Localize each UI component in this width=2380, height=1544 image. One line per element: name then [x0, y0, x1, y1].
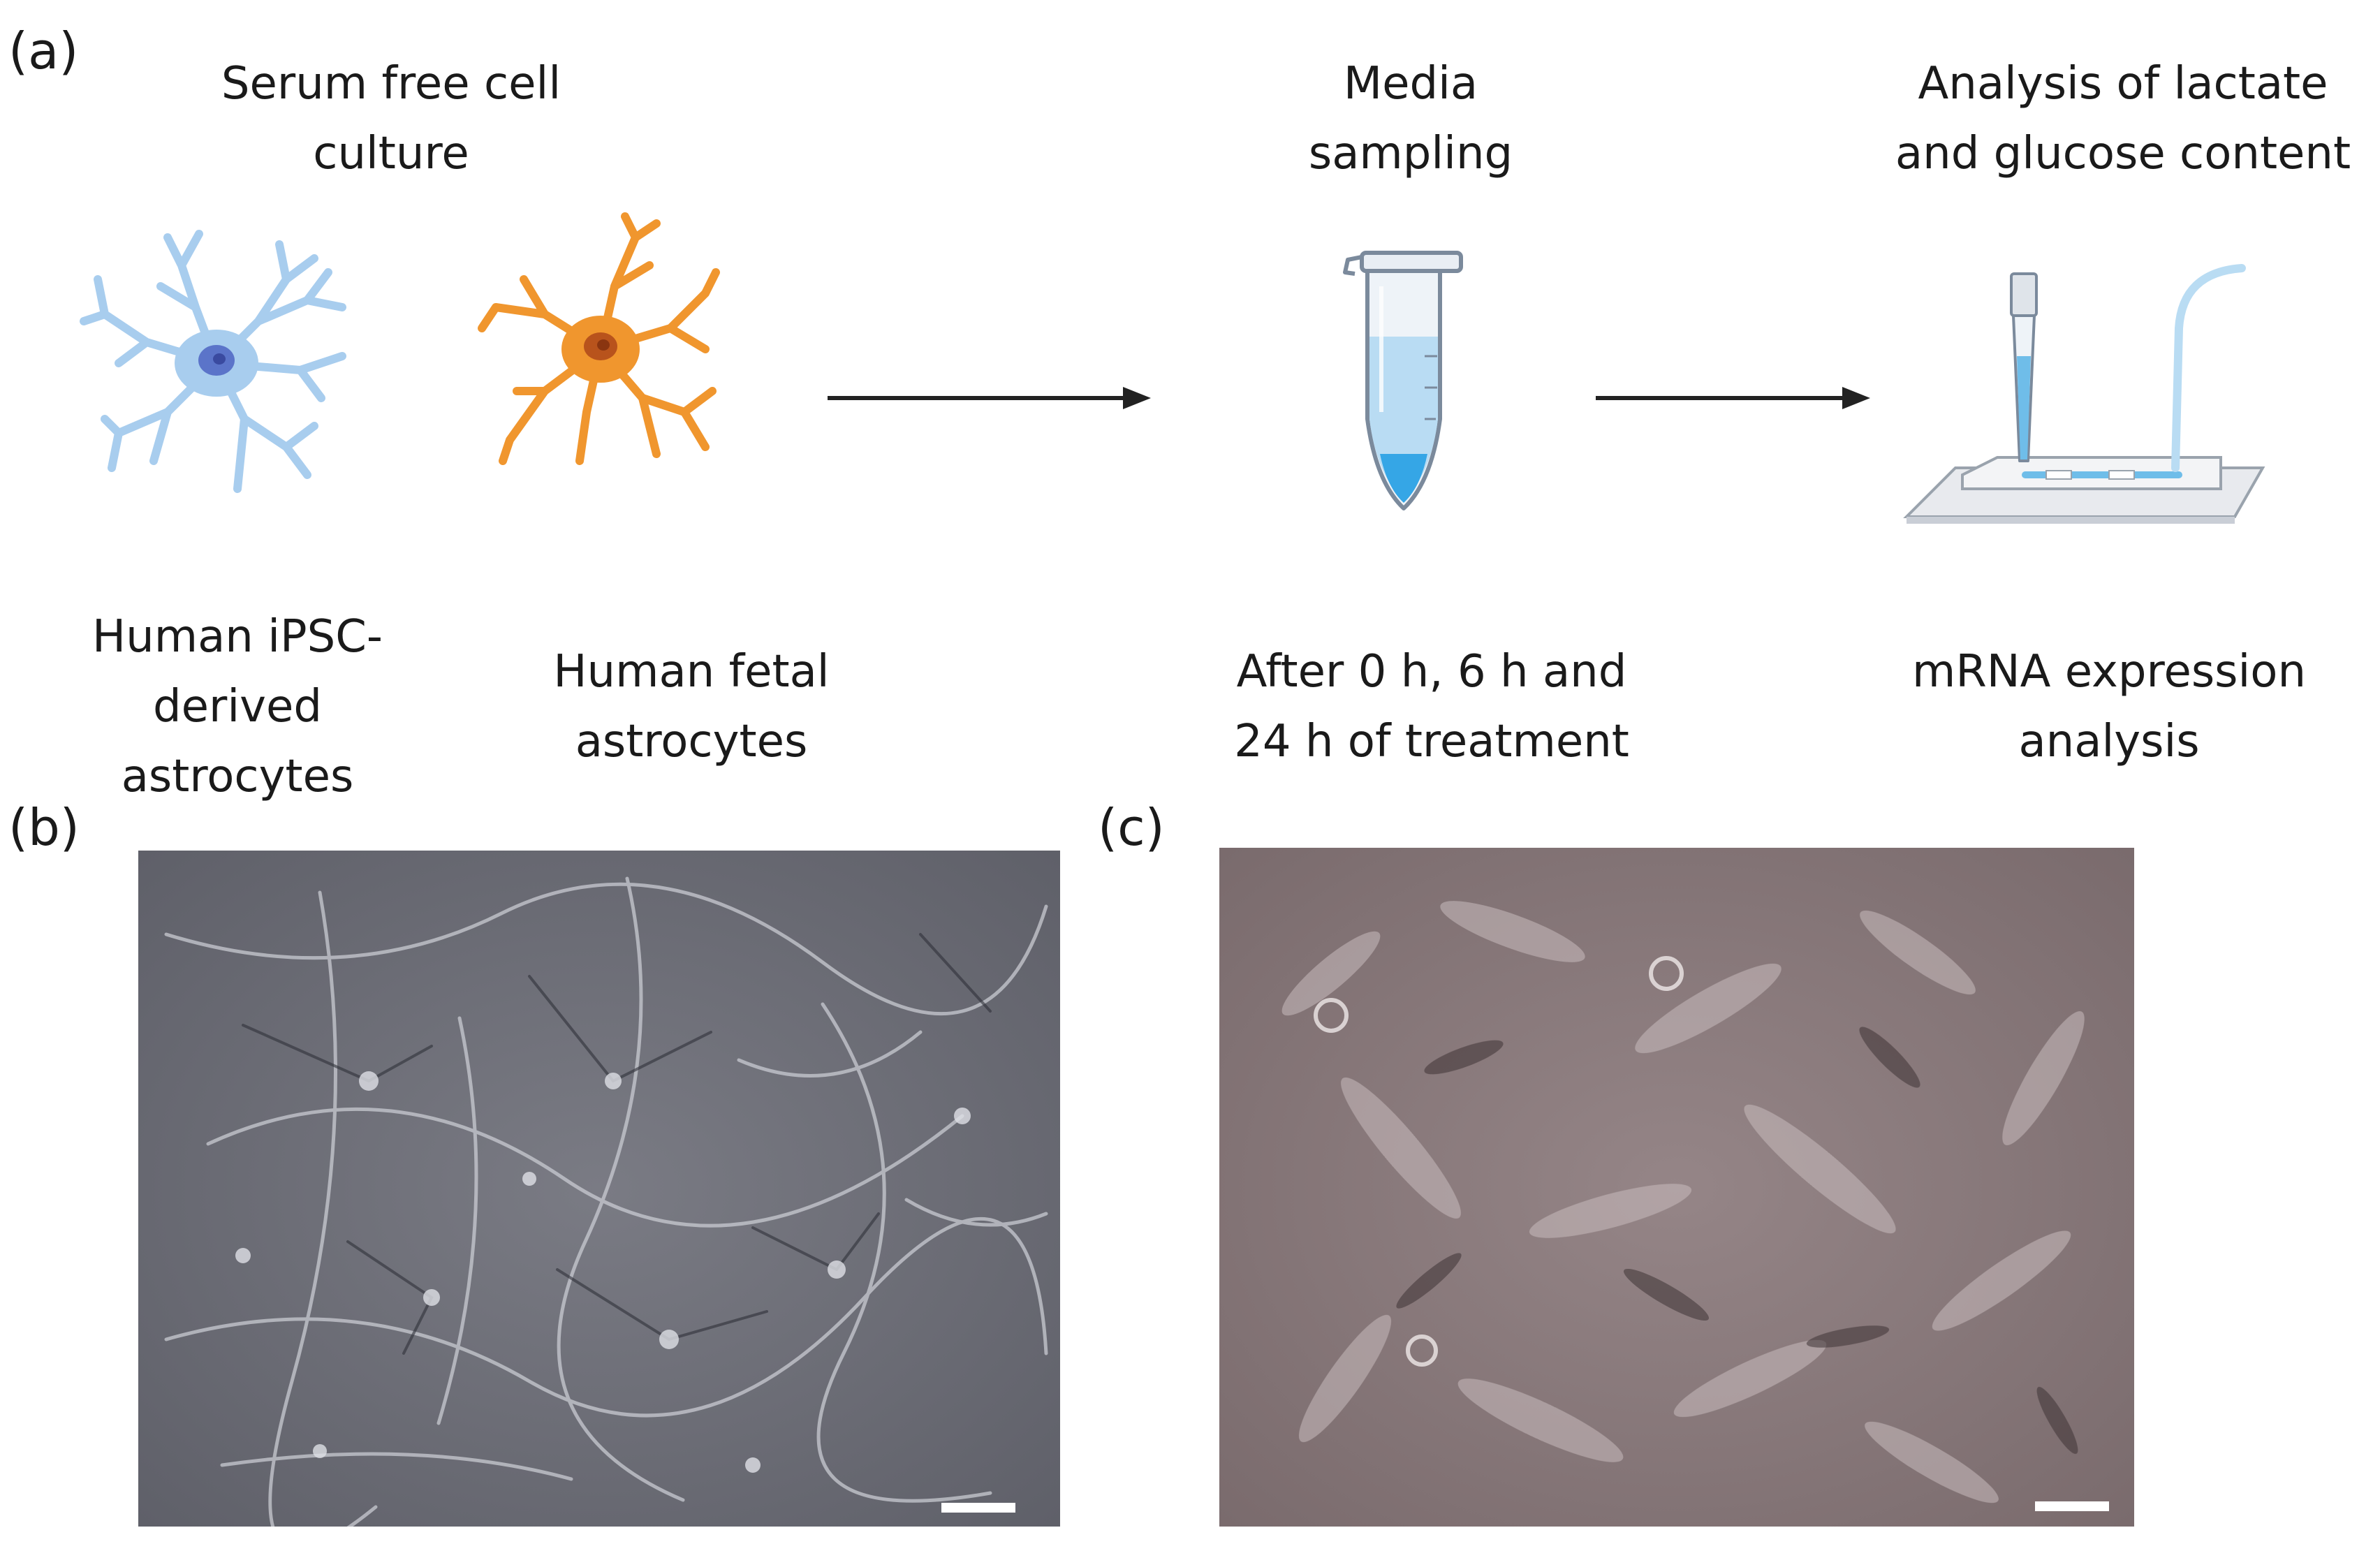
step2-caption-line2: 24 h of treatment — [1234, 716, 1629, 767]
cell2-caption: Human fetal astrocytes — [503, 637, 880, 777]
cell1-caption-line1: Human iPSC- — [92, 611, 383, 663]
step3-title-line2: and glucose content — [1895, 128, 2351, 179]
cell1-caption: Human iPSC- derived astrocytes — [49, 602, 426, 811]
arrow-sampling-to-analysis — [1596, 387, 1870, 409]
cell1-caption-line3: astrocytes — [121, 751, 354, 802]
step3-caption-line2: analysis — [2018, 716, 2200, 767]
step2-title-line2: sampling — [1308, 128, 1513, 179]
scale-bar-c — [2035, 1501, 2109, 1511]
micrograph-b-texture — [138, 851, 1060, 1527]
step2-caption: After 0 h, 6 h and 24 h of treatment — [1187, 637, 1676, 777]
cell2-caption-line1: Human fetal — [553, 646, 830, 698]
step3-caption: mRNA expression analysis — [1872, 637, 2346, 777]
step1-title: Serum free cell culture — [140, 49, 642, 189]
step2-caption-line1: After 0 h, 6 h and — [1236, 646, 1627, 698]
micrograph-c-texture — [1219, 848, 2134, 1527]
step1-title-line1: Serum free cell — [221, 58, 561, 110]
step2-title-line1: Media — [1343, 58, 1478, 110]
step3-title: Analysis of lactate and glucose content — [1872, 49, 2374, 189]
ipsc-astrocyte-icon — [80, 230, 346, 493]
panel-a-label: (a) — [8, 22, 79, 80]
sample-tube-icon — [1343, 251, 1463, 510]
cell1-caption-line2: derived — [153, 681, 322, 733]
step3-title-line1: Analysis of lactate — [1918, 58, 2328, 110]
cell2-caption-line2: astrocytes — [575, 716, 808, 767]
panel-b-label: (b) — [8, 798, 80, 857]
step2-title: Media sampling — [1187, 49, 1634, 189]
fetal-astrocyte-icon — [478, 212, 720, 465]
arrow-culture-to-sampling — [828, 387, 1151, 409]
micrograph-ipsc-astrocytes — [138, 851, 1060, 1527]
step3-caption-line1: mRNA expression — [1911, 646, 2307, 698]
scale-bar-b — [941, 1503, 1015, 1513]
step1-title-line2: culture — [313, 128, 469, 179]
microfluidic-chip-icon — [1903, 264, 2265, 524]
micrograph-fetal-astrocytes — [1219, 848, 2134, 1527]
panel-c-label: (c) — [1098, 798, 1165, 857]
